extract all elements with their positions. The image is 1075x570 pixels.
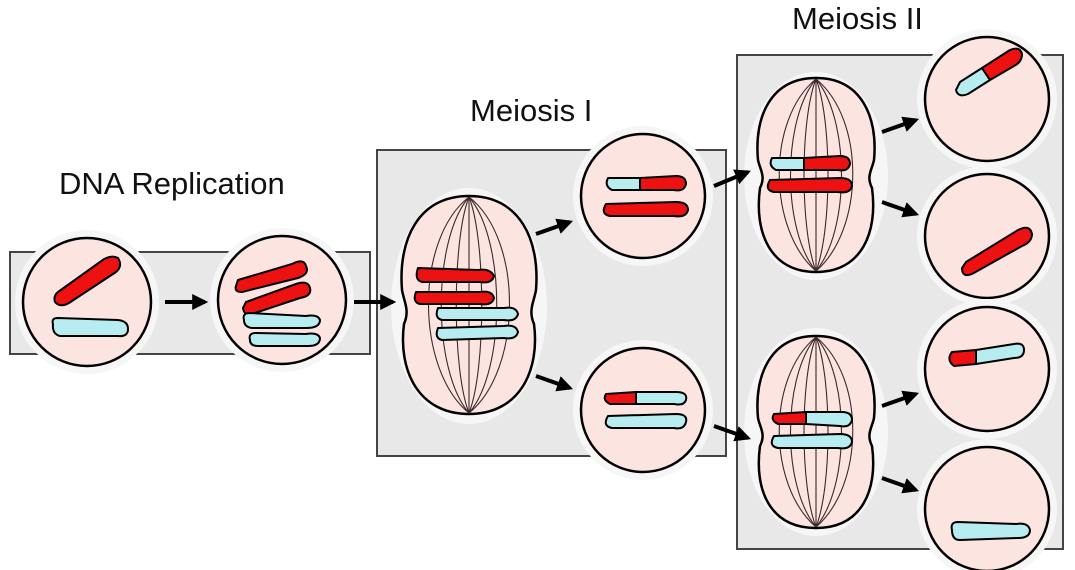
meiosis-1-daughter-cell-top <box>573 126 713 266</box>
blue-chromatid <box>770 433 853 450</box>
blue-chromatid <box>635 391 688 406</box>
stage-label-meiosis-2: Meiosis II <box>792 1 923 36</box>
cell-replicated <box>210 228 354 372</box>
arrow-icon <box>881 200 920 218</box>
blue-chromatid <box>604 413 688 430</box>
arrows <box>165 116 920 494</box>
red-chromatid <box>639 175 687 192</box>
blue-chromosome <box>51 317 129 338</box>
blue-chromatid-segment <box>955 67 991 97</box>
arrow-icon <box>881 476 920 494</box>
blue-sister-chromatid <box>242 312 321 329</box>
gamete-4 <box>917 439 1057 570</box>
blue-chromatid-segment <box>769 157 805 171</box>
red-chromatid-segment <box>771 411 807 425</box>
red-chromosome <box>53 255 122 307</box>
red-chromatid <box>961 226 1033 277</box>
red-homolog <box>413 290 495 306</box>
red-chromatid <box>803 155 851 172</box>
blue-sister-chromatid <box>248 332 321 347</box>
red-homolog <box>415 267 495 284</box>
blue-homolog <box>435 324 519 341</box>
meiosis-1-daughter-cell-bottom <box>573 340 713 480</box>
arrow-icon <box>713 169 751 188</box>
arrow-icon <box>881 390 920 408</box>
gamete-2 <box>917 166 1057 306</box>
gamete-3 <box>917 299 1057 439</box>
stage-label-dna-replication: DNA Replication <box>59 166 285 201</box>
gamete-1 <box>917 29 1057 169</box>
blue-homolog <box>435 306 519 322</box>
blue-chromatid <box>950 521 1031 541</box>
stage-label-meiosis-1: Meiosis I <box>470 93 593 128</box>
arrow-icon <box>535 374 574 392</box>
arrow-icon <box>713 424 752 442</box>
red-chromatid-segment <box>948 349 977 367</box>
arrow-icon <box>535 218 574 236</box>
red-chromatid <box>766 177 853 194</box>
meiosis-1-dividing-cell <box>391 188 547 424</box>
blue-chromatid <box>805 411 853 428</box>
blue-chromatid-segment <box>975 342 1025 365</box>
meiosis-2-dividing-cell-bottom <box>744 328 888 536</box>
red-sister-chromatid <box>234 260 308 293</box>
red-chromatid-segment <box>981 47 1023 81</box>
red-chromatid <box>602 201 689 218</box>
cell-unreplicated <box>15 230 159 374</box>
blue-chromatid-segment <box>605 177 641 191</box>
meiosis-2-dividing-cell-top <box>744 72 888 280</box>
arrow-icon <box>881 116 920 134</box>
red-chromatid-segment <box>603 391 637 405</box>
